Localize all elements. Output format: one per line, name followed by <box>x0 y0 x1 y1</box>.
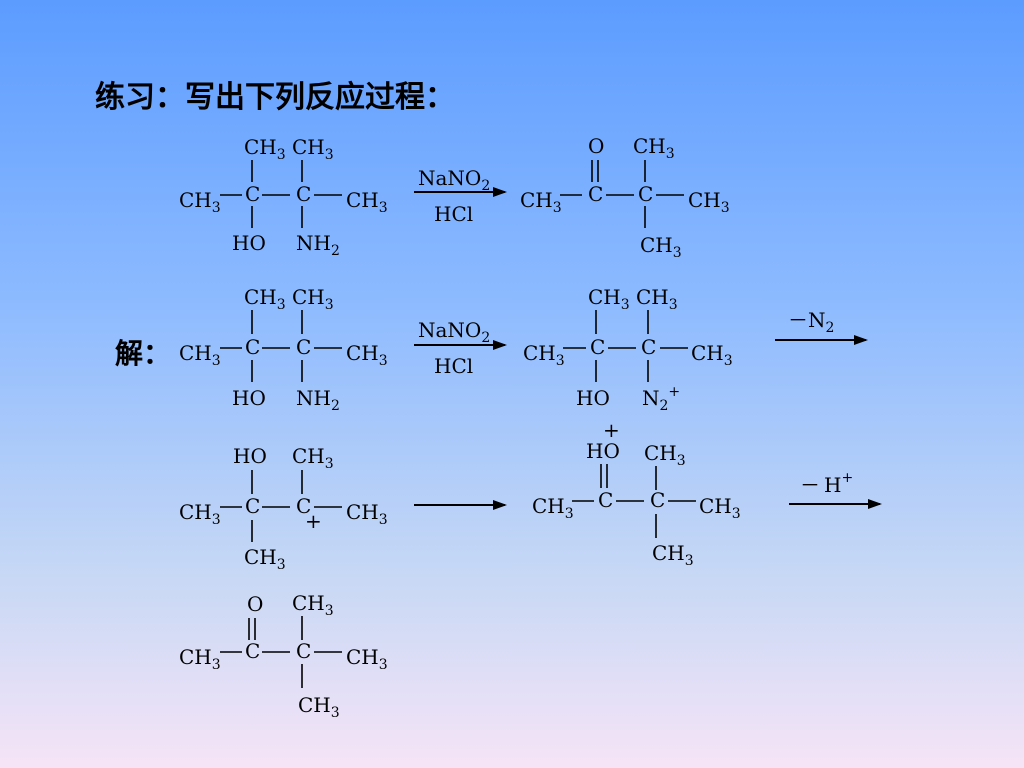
reactant-1: CH3 CH3 CH3 C C CH3 HO NH2 <box>179 135 388 259</box>
formula-label: N2+ <box>642 384 680 414</box>
formula-label: O <box>247 592 263 616</box>
formula-label: CH3 <box>699 494 741 522</box>
product-1: O CH3 CH3 C C CH3 CH3 <box>520 134 730 261</box>
formula-label: O <box>588 134 604 158</box>
formula-label: NaNO2 <box>418 318 490 346</box>
formula-label: C <box>245 335 260 359</box>
formula-label: CH3 <box>633 134 675 162</box>
reaction-arrow-3: －N2 <box>775 308 868 345</box>
formula-label: NH2 <box>296 386 340 414</box>
formula-label: CH3 <box>640 233 682 261</box>
reaction-arrow-1: NaNO2 HCl <box>414 166 507 226</box>
formula-label: HCl <box>434 202 473 226</box>
formula-label: C <box>590 335 605 359</box>
answer-label: 解： <box>115 337 172 370</box>
formula-label: CH3 <box>346 341 388 369</box>
formula-label: C <box>598 488 613 512</box>
formula-label: CH3 <box>644 441 686 469</box>
formula-label: CH3 <box>179 500 221 528</box>
formula-label: －N2 <box>788 308 834 336</box>
protonated-ketone: + HO CH3 CH3 C C CH3 CH3 <box>532 418 741 569</box>
formula-label: CH3 <box>179 341 221 369</box>
formula-label: CH3 <box>244 545 286 573</box>
formula-label: C <box>245 639 260 663</box>
reaction-arrow-5: －H+ <box>789 470 882 509</box>
formula-label: C <box>296 182 311 206</box>
final-product: O CH3 CH3 C C CH3 CH3 <box>179 591 388 721</box>
formula-label: NaNO2 <box>418 166 490 194</box>
formula-label: HO <box>586 439 620 463</box>
formula-label: + <box>305 509 322 533</box>
formula-label: CH3 <box>588 285 630 313</box>
formula-label: CH3 <box>179 645 221 673</box>
formula-label: CH3 <box>346 188 388 216</box>
formula-label: C <box>296 639 311 663</box>
formula-label: CH3 <box>691 341 733 369</box>
formula-label: CH3 <box>244 285 286 313</box>
formula-label: CH3 <box>244 135 286 163</box>
formula-label: C <box>296 335 311 359</box>
formula-label: C <box>245 494 260 518</box>
formula-label: C <box>588 182 603 206</box>
formula-label: HO <box>232 231 266 255</box>
formula-label: CH3 <box>292 285 334 313</box>
formula-label: CH3 <box>636 285 678 313</box>
formula-label: CH3 <box>346 645 388 673</box>
formula-label: HO <box>232 386 266 410</box>
exercise-title: 练习：写出下列反应过程： <box>95 80 455 115</box>
formula-label: CH3 <box>179 188 221 216</box>
carbocation-intermediate: HO CH3 CH3 C C + CH3 CH3 <box>179 444 388 573</box>
formula-label: CH3 <box>292 135 334 163</box>
formula-label: + <box>603 418 620 442</box>
diazonium-intermediate: CH3 CH3 CH3 C C CH3 HO N2+ <box>523 285 733 414</box>
formula-label: CH3 <box>520 188 562 216</box>
formula-label: CH3 <box>532 494 574 522</box>
formula-label: NH2 <box>296 231 340 259</box>
formula-label: C <box>641 335 656 359</box>
formula-label: C <box>638 182 653 206</box>
formula-label: CH3 <box>523 341 565 369</box>
formula-label: C <box>245 182 260 206</box>
formula-label: HO <box>233 444 267 468</box>
formula-label: －H+ <box>800 470 853 497</box>
formula-label: CH3 <box>688 188 730 216</box>
formula-label: CH3 <box>652 541 694 569</box>
step-1-reactant: CH3 CH3 CH3 C C CH3 HO NH2 <box>179 285 388 414</box>
formula-label: C <box>296 494 311 518</box>
formula-label: CH3 <box>346 500 388 528</box>
reaction-arrow-2: NaNO2 HCl <box>414 318 507 378</box>
formula-label: CH3 <box>292 444 334 472</box>
formula-label: HCl <box>434 354 473 378</box>
formula-label: HO <box>576 386 610 410</box>
formula-label: CH3 <box>292 591 334 619</box>
formula-label: C <box>650 488 665 512</box>
formula-label: CH3 <box>298 693 340 721</box>
